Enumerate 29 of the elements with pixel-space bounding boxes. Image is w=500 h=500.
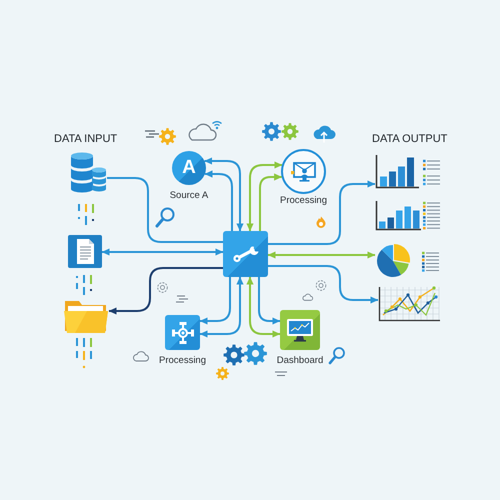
node-caption: Processing bbox=[159, 356, 206, 366]
arrow bbox=[246, 276, 280, 338]
bar-chart-icon bbox=[375, 201, 441, 231]
bar-chart-icon bbox=[375, 155, 441, 189]
node-caption: Source A bbox=[170, 191, 208, 202]
arrow bbox=[204, 157, 244, 232]
arrow bbox=[204, 170, 233, 231]
circle-letter: A bbox=[182, 158, 196, 178]
column-heading: DATA OUTPUT bbox=[372, 133, 448, 146]
arrow bbox=[268, 265, 378, 304]
database-icon bbox=[70, 152, 107, 193]
arrow bbox=[200, 277, 231, 325]
hub-tile bbox=[223, 231, 268, 277]
pie-chart-icon bbox=[375, 243, 441, 279]
folder-icon bbox=[63, 298, 109, 334]
column-heading: DATA INPUT bbox=[54, 133, 118, 146]
arrow bbox=[108, 267, 223, 315]
arrow bbox=[268, 180, 376, 245]
document-icon bbox=[68, 235, 102, 268]
node-caption: Dashboard bbox=[276, 356, 324, 366]
arrow bbox=[102, 248, 224, 256]
arrow bbox=[200, 276, 244, 338]
node-caption: Processing bbox=[280, 196, 327, 206]
connector-line bbox=[107, 177, 223, 243]
arrow bbox=[268, 251, 376, 259]
arrow bbox=[259, 173, 282, 231]
arrow bbox=[246, 161, 282, 232]
arrow bbox=[258, 277, 280, 325]
line-chart-icon bbox=[378, 285, 440, 322]
